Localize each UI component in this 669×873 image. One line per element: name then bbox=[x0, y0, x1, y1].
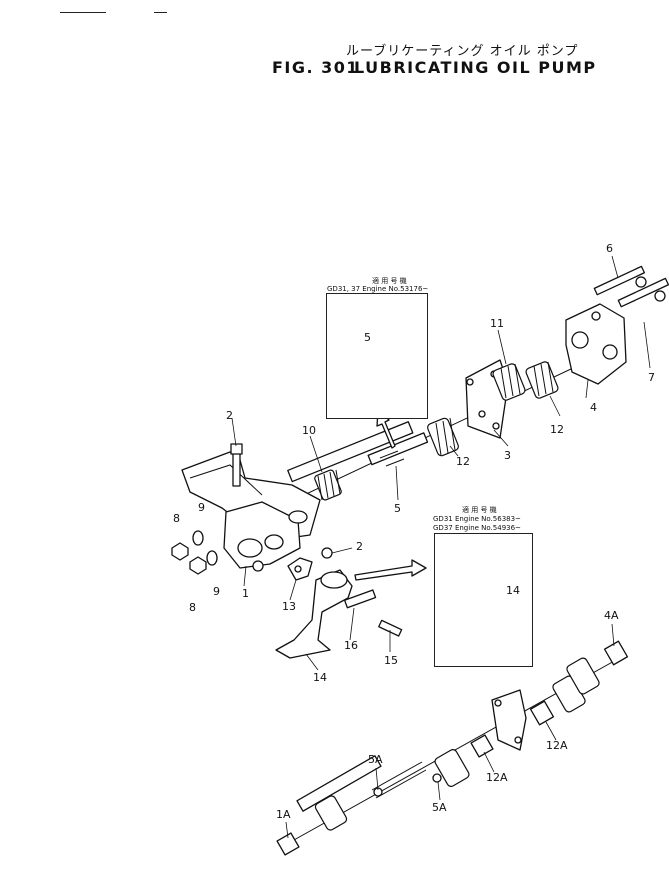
strainer-tube-14 bbox=[275, 569, 353, 659]
callout-5A-right: 5A bbox=[432, 801, 447, 814]
header-rule-right bbox=[154, 12, 167, 13]
callout-7: 7 bbox=[648, 371, 655, 384]
callout-11: 11 bbox=[490, 317, 504, 330]
callout-12A-left: 12A bbox=[486, 771, 508, 784]
washer-9a bbox=[192, 530, 204, 546]
bolt-7 bbox=[617, 277, 669, 308]
callout-4: 4 bbox=[590, 401, 597, 414]
nut-8a bbox=[171, 542, 189, 561]
callout-14: 14 bbox=[313, 671, 327, 684]
header-rule-left bbox=[60, 12, 106, 13]
callout-1A: 1A bbox=[276, 808, 291, 821]
callout-13: 13 bbox=[282, 600, 296, 613]
callout-12-left: 12 bbox=[456, 455, 470, 468]
callout-15: 15 bbox=[384, 654, 398, 667]
callout-14-inset: 14 bbox=[506, 584, 520, 597]
pointer-arrow-lower bbox=[354, 559, 427, 581]
clamp-16 bbox=[343, 589, 377, 609]
callout-5A-left: 5A bbox=[368, 753, 383, 766]
callout-10: 10 bbox=[302, 424, 316, 437]
gear-lower-mid bbox=[434, 749, 470, 787]
title-japanese: ルーブリケーティング オイル ポンプ bbox=[346, 44, 579, 59]
gear-10 bbox=[314, 469, 342, 501]
callout-9-upper: 9 bbox=[198, 501, 205, 514]
gear-lower-left bbox=[314, 795, 348, 831]
pump-cover bbox=[565, 303, 627, 385]
washer-9b bbox=[206, 550, 218, 566]
nut-2-lower bbox=[321, 547, 333, 559]
inset-lower-applicability-gd31: GD31 Engine No.56383~ bbox=[433, 515, 521, 523]
callout-9-lower: 9 bbox=[213, 585, 220, 598]
inset-lower-applicability-gd37: GD37 Engine No.54936~ bbox=[433, 524, 521, 532]
callout-5: 5 bbox=[394, 502, 401, 515]
inset-upper-heading: 適 用 号 機 bbox=[372, 277, 407, 285]
bushing-1A bbox=[276, 832, 300, 856]
bushing-12Aa bbox=[529, 700, 555, 726]
inset-box-lower bbox=[434, 533, 533, 667]
callout-1: 1 bbox=[242, 587, 249, 600]
callout-3: 3 bbox=[504, 449, 511, 462]
figure-number: FIG. 301 bbox=[272, 58, 360, 77]
callout-4A: 4A bbox=[604, 609, 619, 622]
callout-16: 16 bbox=[344, 639, 358, 652]
inset-lower-heading: 適 用 号 機 bbox=[462, 506, 497, 514]
callout-2-lower: 2 bbox=[356, 540, 363, 553]
callout-12A-right: 12A bbox=[546, 739, 568, 752]
figure-title: LUBRICATING OIL PUMP bbox=[354, 58, 597, 77]
callout-8-lower: 8 bbox=[189, 601, 196, 614]
inset-upper-applicability: GD31, 37 Engine No.53176~ bbox=[327, 285, 429, 293]
nut-8b bbox=[189, 556, 207, 575]
callout-8-upper: 8 bbox=[173, 512, 180, 525]
bushing-4A bbox=[603, 640, 629, 666]
callout-5-inset: 5 bbox=[364, 331, 371, 344]
callout-6: 6 bbox=[606, 242, 613, 255]
bushing-12Ab bbox=[470, 734, 494, 758]
callout-2-upper: 2 bbox=[226, 409, 233, 422]
callout-12-right: 12 bbox=[550, 423, 564, 436]
ring-5Ab bbox=[432, 773, 442, 783]
gear-12b bbox=[525, 361, 559, 399]
inset-box-upper bbox=[326, 293, 428, 419]
bolt-15 bbox=[378, 619, 403, 637]
